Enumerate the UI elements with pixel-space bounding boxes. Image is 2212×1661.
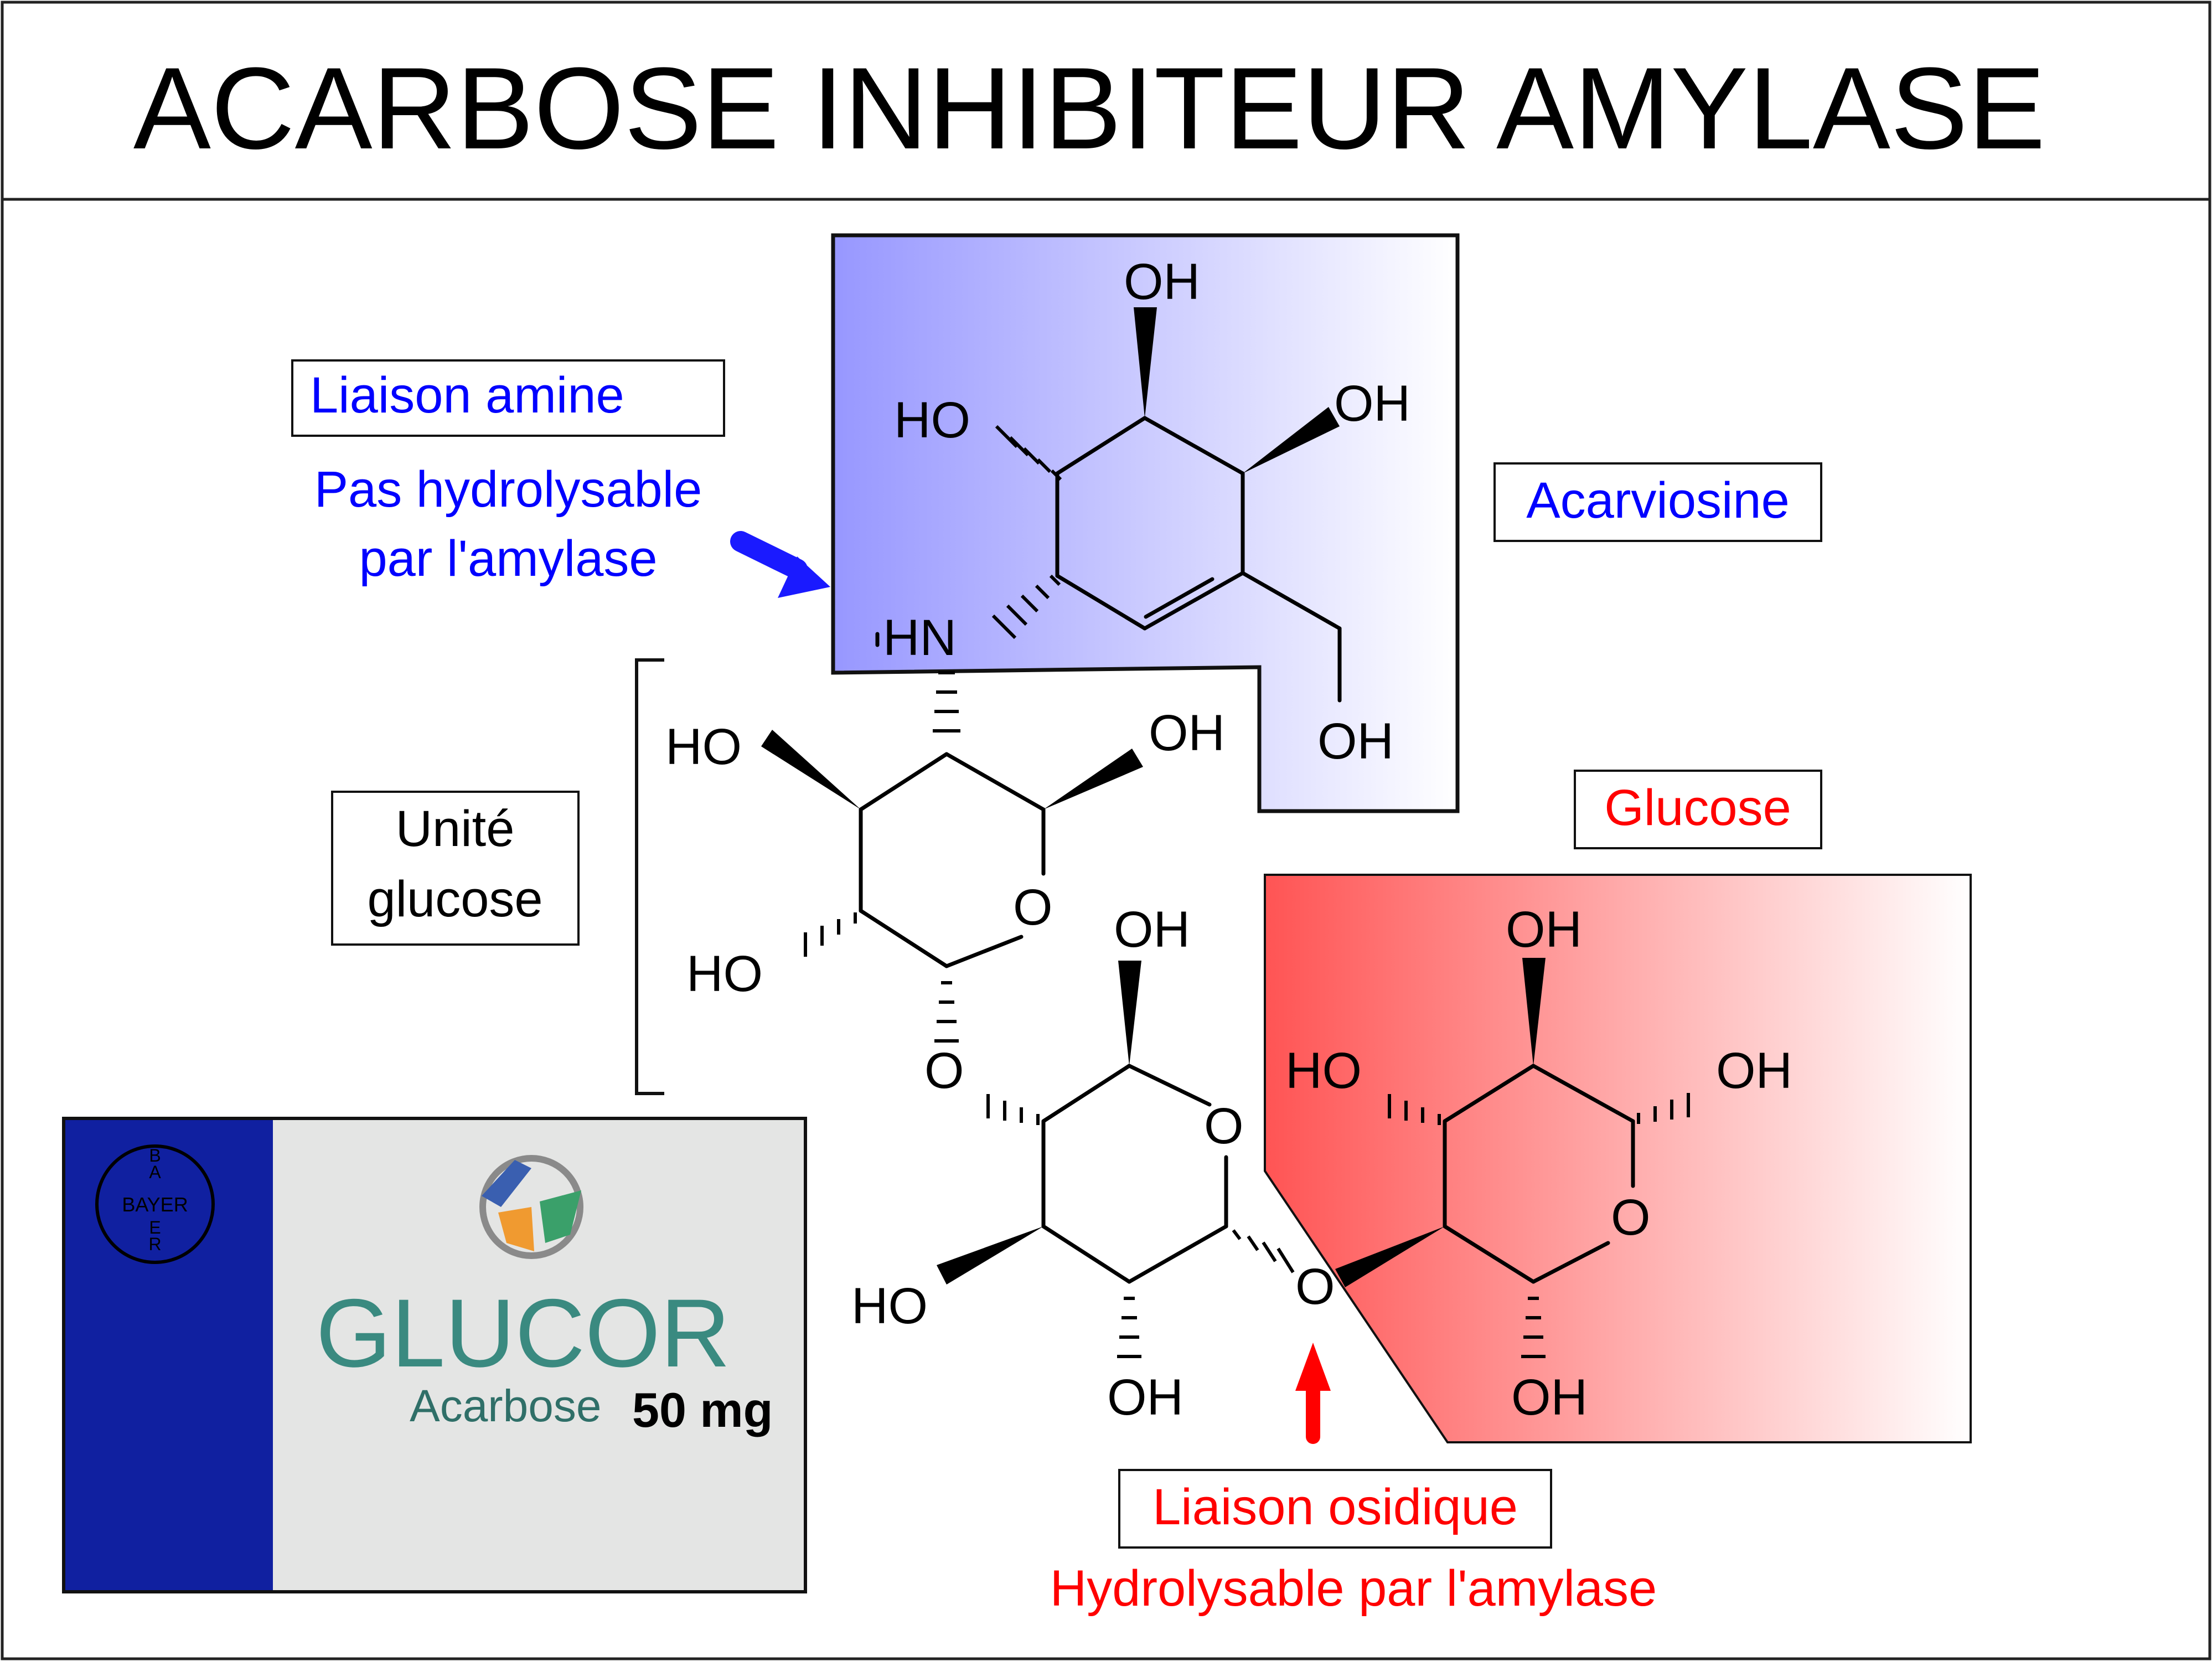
package-blue-stripe [65, 1120, 273, 1590]
acarviosine-label: Acarviosine [1526, 472, 1790, 529]
molecule-bonds [859, 416, 1635, 1284]
atom-ho-ring2-lower: HO [686, 946, 763, 1002]
pas-hydrolysable-text: Pas hydrolysable [314, 461, 702, 518]
atom-oh-ring4-top: OH [1506, 901, 1582, 958]
atom-labels: OH HO OH HN OH HO OH O HO O OH O HO OH O… [665, 254, 1792, 1426]
atom-oh-ring4-right: OH [1716, 1043, 1792, 1099]
glucor-substance: Acarbose [410, 1381, 601, 1431]
atom-oh-ring4-bottom: OH [1511, 1369, 1588, 1426]
glucor-package: BAYER B A E R GLUCOR Acarbose 50 mg [62, 1117, 807, 1593]
atom-o-ring2: O [1013, 879, 1053, 936]
wedge-bonds [761, 307, 1546, 1287]
atom-ho-ring2-upper: HO [665, 719, 742, 775]
liaison-amine-label: Liaison amine [310, 367, 624, 424]
atom-oh-ring3-bottom: OH [1107, 1369, 1183, 1426]
page-title: ACARBOSE INHIBITEUR AMYLASE [133, 43, 2045, 173]
atom-ho-ring3: HO [851, 1278, 928, 1334]
atom-o-ring4: O [1611, 1189, 1651, 1246]
bayer-cross-logo: BAYER B A E R [95, 1144, 215, 1264]
atom-oh-top: OH [1124, 254, 1200, 310]
bayer-logo-v4: E [149, 1218, 161, 1237]
atom-ho-ring1: HO [894, 392, 970, 448]
bayer-logo-horizontal: BAYER [122, 1193, 188, 1216]
unite-label: Unité [396, 801, 515, 857]
glucose-callout: Glucose [1574, 770, 1822, 849]
glucor-dose: 50 mg [632, 1383, 773, 1437]
bayer-logo-v1: B [149, 1146, 161, 1165]
blue-arrow [730, 531, 830, 598]
atom-hn: HN [883, 610, 957, 666]
atom-o-link2: O [1295, 1258, 1335, 1315]
glucor-swirl-icon [479, 1155, 583, 1259]
par-amylase-text: par l'amylase [359, 530, 657, 587]
glucose-unit-label: glucose [367, 871, 542, 927]
liaison-amine-callout: Liaison amine Pas hydrolysable par l'amy… [291, 359, 725, 587]
atom-oh-ring3-top: OH [1114, 901, 1190, 958]
hydrolysable-text: Hydrolysable par l'amylase [1050, 1560, 1657, 1617]
glucose-highlight [1264, 874, 1972, 1443]
unite-glucose-callout: Unité glucose [331, 791, 580, 946]
liaison-osidique-label: Liaison osidique [1152, 1479, 1518, 1535]
atom-oh-ring1-right: OH [1334, 375, 1410, 432]
atom-oh-ring2-right: OH [1149, 705, 1225, 761]
glucor-name: GLUCOR [316, 1280, 731, 1387]
acarviosine-highlight [831, 233, 1460, 813]
liaison-osidique-callout: Liaison osidique Hydrolysable par l'amyl… [1050, 1469, 1657, 1617]
acarviosine-box [1493, 462, 1822, 542]
acarviosine-callout: Acarviosine [1493, 462, 1822, 542]
bayer-logo-v5: R [148, 1234, 161, 1254]
bayer-logo-v2: A [149, 1162, 161, 1182]
glucose-unit-bracket [635, 658, 664, 1095]
liaison-amine-box [291, 359, 725, 437]
atom-oh-ch2: OH [1317, 713, 1394, 770]
atom-o-ring3: O [1204, 1098, 1244, 1154]
atom-ho-ring4: HO [1285, 1043, 1362, 1099]
liaison-osidique-box [1118, 1469, 1552, 1549]
glucose-label: Glucose [1604, 780, 1791, 836]
unite-glucose-box [331, 791, 580, 946]
glucose-box [1574, 770, 1822, 849]
atom-o-link1: O [924, 1043, 964, 1099]
red-arrow [1295, 1343, 1331, 1444]
hashed-bonds [804, 425, 1690, 1358]
